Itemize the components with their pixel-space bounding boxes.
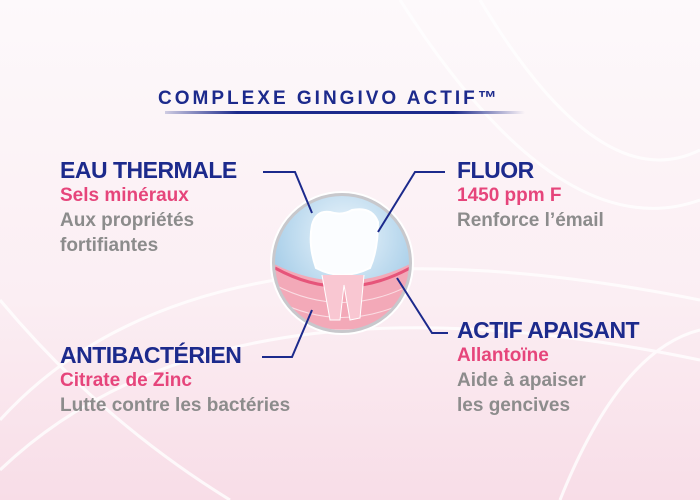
description: fortifiantes xyxy=(60,235,159,256)
connector-eau xyxy=(263,171,313,214)
eau-thermale-block: EAU THERMALE Sels minéraux Aux propriété… xyxy=(60,158,237,258)
fluor-block: FLUOR 1450 ppm F Renforce l’émail xyxy=(457,158,604,233)
connector-actif xyxy=(396,277,448,334)
ingredient: Sels minéraux xyxy=(60,185,189,206)
description: Lutte contre les bactéries xyxy=(60,395,291,416)
heading: EAU THERMALE xyxy=(60,157,237,183)
heading: FLUOR xyxy=(457,157,534,183)
description: Aux propriétés xyxy=(60,210,195,231)
ingredient: Citrate de Zinc xyxy=(60,370,192,391)
ingredient: Allantoïne xyxy=(457,345,549,366)
description: Renforce l’émail xyxy=(457,210,604,231)
description: les gencives xyxy=(457,395,571,416)
actif-apaisant-block: ACTIF APAISANT Allantoïne Aide à apaiser… xyxy=(457,317,640,418)
antibacterien-block: ANTIBACTÉRIEN Citrate de Zinc Lutte cont… xyxy=(60,343,290,418)
connector-anti xyxy=(262,309,313,358)
description: Aide à apaiser xyxy=(457,370,586,391)
heading: ANTIBACTÉRIEN xyxy=(60,342,242,368)
ingredient: 1450 ppm F xyxy=(457,185,562,206)
title-underline xyxy=(165,111,525,114)
connector-fluor xyxy=(377,171,445,233)
page-title: COMPLEXE GINGIVO ACTIF™ xyxy=(158,88,500,109)
heading: ACTIF APAISANT xyxy=(457,317,640,343)
